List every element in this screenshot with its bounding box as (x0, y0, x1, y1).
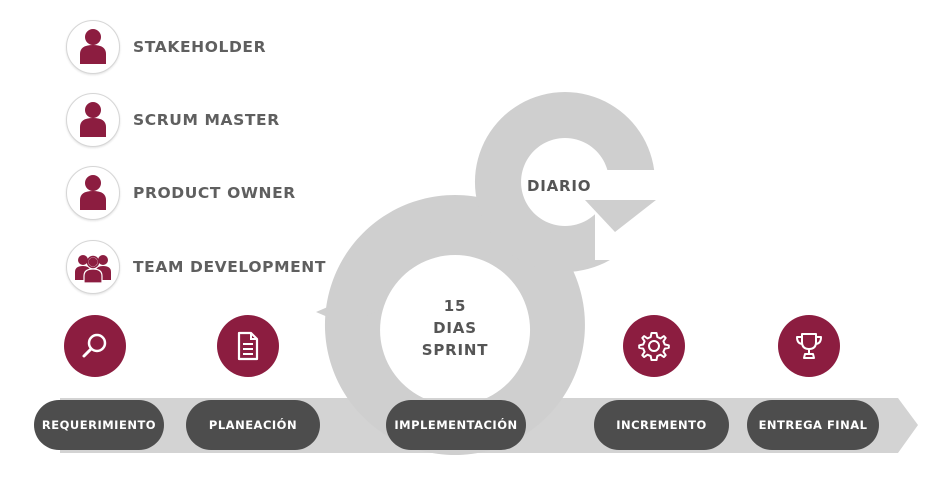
daily-gap (595, 170, 700, 260)
magnifier-icon (64, 315, 126, 377)
role-team-development: TEAM DEVELOPMENT (66, 239, 326, 295)
ring-arrow-right (366, 310, 380, 320)
stage-implementacion: IMPLEMENTACIÓN (386, 400, 526, 450)
sprint-label: 15 DIAS SPRINT (400, 295, 510, 361)
role-label: PRODUCT OWNER (133, 184, 296, 202)
role-label: TEAM DEVELOPMENT (133, 258, 327, 276)
stage-requerimiento: REQUERIMIENTO (34, 400, 164, 450)
stage-incremento: INCREMENTO (594, 400, 729, 450)
gear-icon (623, 315, 685, 377)
document-icon (217, 315, 279, 377)
person-icon (66, 93, 120, 147)
sprint-ring (324, 195, 585, 455)
person-icon (66, 20, 120, 74)
sprint-days-number: 15 (443, 297, 467, 315)
daily-arrow-head (585, 200, 656, 232)
trophy-icon (778, 315, 840, 377)
role-product-owner: PRODUCT OWNER (66, 165, 296, 221)
person-icon (66, 166, 120, 220)
daily-label: DIARIO (527, 177, 592, 195)
sprint-word: SPRINT (421, 341, 489, 359)
role-scrum-master: SCRUM MASTER (66, 92, 280, 148)
sprint-days-label: DIAS (433, 319, 477, 337)
ring-arrow-left (316, 306, 330, 318)
role-label: SCRUM MASTER (133, 111, 280, 129)
stage-entrega-final: ENTREGA FINAL (747, 400, 879, 450)
team-icon (66, 240, 120, 294)
stage-planeacion: PLANEACIÓN (186, 400, 320, 450)
role-stakeholder: STAKEHOLDER (66, 19, 266, 75)
role-label: STAKEHOLDER (133, 38, 267, 56)
